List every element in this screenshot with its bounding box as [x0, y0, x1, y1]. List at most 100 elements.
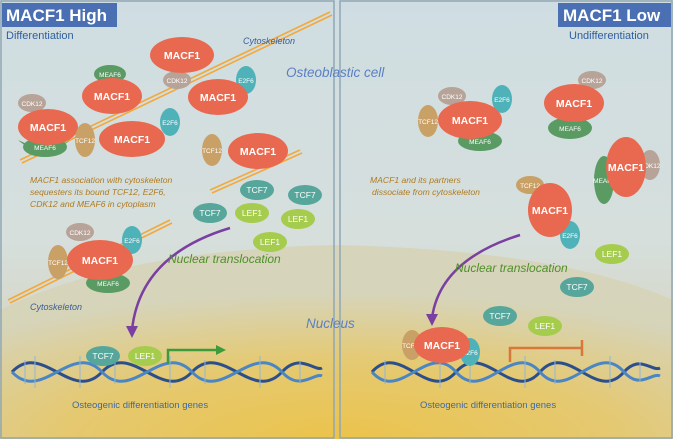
tcf7-bound-label: TCF7 [92, 351, 114, 361]
lef1-nuclear-shape [528, 316, 562, 336]
cdk12-label: CDK12 [582, 78, 603, 85]
meaf6-label: MEAF6 [97, 281, 119, 288]
macf1-shape [150, 37, 214, 73]
left-free-factors: TCF7 TCF7 TCF7 LEF1 LEF1 LEF1 [193, 180, 322, 252]
tcf12-label: TCF12 [202, 148, 222, 155]
cdk12-shape [438, 87, 466, 105]
active-promoter-arrow [166, 348, 218, 364]
complex-left-1: CDK12 MEAF6 MACF1 [18, 94, 78, 157]
meaf6-label: MEAF6 [593, 178, 615, 185]
tcf7-shape [560, 277, 594, 297]
macf1-label: MACF1 [164, 50, 200, 62]
macf1-shape [606, 137, 646, 197]
tcf7-shape [240, 180, 274, 200]
lef1-label: LEF1 [288, 214, 309, 224]
macf1-label: MACF1 [82, 255, 118, 267]
cdk12-label: CDK12 [640, 163, 661, 170]
right-translocation-arrow [430, 233, 521, 319]
left-note-line-2: sequesters its bound TCF12, E2F6, [30, 187, 166, 197]
cytoskeleton-label-top: Cytoskeleton [243, 36, 295, 46]
macf1-label: MACF1 [200, 92, 236, 104]
tcf7-label: TCF7 [294, 190, 316, 200]
cdk12-label: CDK12 [167, 78, 188, 85]
tcf7-shape [288, 185, 322, 205]
complex-right-4: TCF12 E2F6 MACF1 [516, 176, 580, 249]
lef1-label: LEF1 [242, 208, 263, 218]
lef1-label: LEF1 [260, 237, 281, 247]
tcf7-label: TCF7 [246, 185, 268, 195]
right-note-line-2: dissociate from cytoskeleton [372, 187, 480, 197]
meaf6-shape [548, 117, 592, 139]
left-translocation-arrow [130, 226, 231, 331]
left-subtitle: Differentiation [6, 30, 74, 42]
macf1-shape [438, 101, 502, 139]
nucleus-label: Nucleus [306, 316, 355, 331]
dna-right [370, 361, 661, 383]
complex-left-3: CDK12 MACF1 [150, 37, 214, 89]
e2f6-label: E2F6 [562, 233, 578, 240]
macf1-shape [188, 79, 248, 115]
macf1-label: MACF1 [114, 134, 150, 146]
tcf7-nuclear-shape [483, 306, 517, 326]
tcf12-label: TCF12 [418, 119, 438, 126]
macf1-shape [544, 84, 604, 122]
macf1-shape [414, 327, 470, 363]
tcf12-shape [418, 105, 438, 137]
lef1-bound-shape [128, 346, 162, 366]
macf1-shape [228, 133, 288, 169]
cdk12-shape [578, 71, 606, 89]
tcf12-shape [75, 123, 95, 157]
complex-right-1: CDK12 TCF12 E2F6 MEAF6 MACF1 [418, 85, 512, 151]
left-genes-label: Osteogenic differentiation genes [72, 400, 208, 411]
macf1-shape [528, 183, 572, 237]
lef1-nuclear-label: LEF1 [535, 321, 556, 331]
lef1-bound-label: LEF1 [135, 351, 156, 361]
e2f6-shape [160, 108, 180, 136]
e2f6-shape [122, 226, 142, 254]
lef1-shape [235, 203, 269, 223]
macf1-label: MACF1 [30, 122, 66, 134]
meaf6-label: MEAF6 [34, 145, 56, 152]
tcf12-label: TCF12 [402, 343, 422, 350]
macf1-shape [82, 78, 142, 114]
macf1-label: MACF1 [556, 98, 592, 110]
right-arrow-head [426, 314, 438, 326]
complex-left-6: TCF12 MACF1 [202, 133, 288, 169]
right-panel-border [339, 0, 673, 439]
right-note-line-1: MACF1 and its partners [370, 175, 461, 185]
left-arrow-head [126, 326, 138, 338]
cell-label: Osteoblastic cell [286, 65, 385, 80]
dna-left-rungs [24, 356, 301, 388]
complex-right-2: CDK12 MEAF6 MACF1 [544, 71, 606, 139]
complex-left-7: CDK12 TCF12 E2F6 MEAF6 MACF1 [48, 223, 142, 293]
right-title: MACF1 Low [563, 6, 661, 25]
left-note-line-1: MACF1 association with cytoskeleton [30, 175, 173, 185]
cdk12-shape [66, 223, 94, 241]
right-subtitle: Undifferentiation [569, 30, 649, 42]
tcf12-label: TCF12 [75, 138, 95, 145]
inactive-promoter-line [508, 346, 582, 362]
macf1-label: MACF1 [240, 146, 276, 158]
left-title-box [2, 3, 117, 27]
e2f6-label: E2F6 [494, 97, 510, 104]
tcf12-shape [202, 134, 222, 166]
macf1-shape [18, 109, 78, 145]
lef1-shape [595, 244, 629, 264]
left-title: MACF1 High [6, 6, 107, 25]
cdk12-shape [163, 71, 191, 89]
tcf12-shape [48, 245, 68, 279]
meaf6-label: MEAF6 [99, 72, 121, 79]
tcf7-nuclear-label: TCF7 [489, 311, 511, 321]
e2f6-label: E2F6 [162, 120, 178, 127]
left-panel-border [0, 0, 335, 439]
e2f6-shape [492, 85, 512, 113]
tcf7-label: TCF7 [199, 208, 221, 218]
lef1-label: LEF1 [602, 249, 623, 259]
right-title-box [558, 3, 671, 27]
dna-left [10, 361, 323, 383]
tcf7-label: TCF7 [566, 282, 588, 292]
meaf6-label: MEAF6 [469, 139, 491, 146]
macf1-label: MACF1 [452, 115, 488, 127]
